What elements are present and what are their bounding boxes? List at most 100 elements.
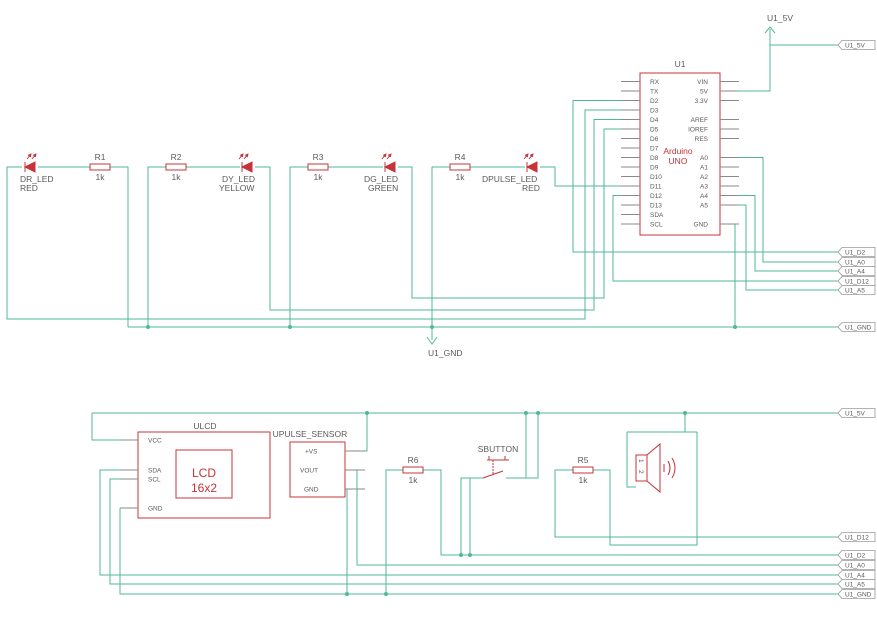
light-arrow-icon bbox=[238, 153, 244, 160]
junction-dot bbox=[345, 592, 349, 596]
resistor-value: 1k bbox=[314, 172, 324, 182]
pin-label: D13 bbox=[650, 203, 662, 210]
net-label[interactable]: U1_A4 bbox=[837, 266, 876, 276]
wire bbox=[739, 29, 771, 92]
wire bbox=[423, 469, 838, 556]
wire bbox=[289, 166, 308, 327]
net-label[interactable]: U1_A0 bbox=[837, 560, 876, 570]
resistor-body bbox=[89, 163, 111, 171]
pin-label: TX bbox=[650, 89, 659, 96]
net-label-text: U1_D12 bbox=[845, 535, 869, 542]
net-label-text: U1_A5 bbox=[845, 288, 865, 295]
wire bbox=[572, 100, 838, 253]
net-label[interactable]: U1_D12 bbox=[837, 532, 876, 542]
pin-label: A3 bbox=[700, 184, 708, 191]
pin-label: A2 bbox=[700, 174, 708, 181]
wire bbox=[119, 508, 838, 595]
pin-label: D2 bbox=[650, 98, 659, 105]
lcd-text-line1: LCD bbox=[192, 466, 216, 480]
net-label[interactable]: U1_A5 bbox=[837, 285, 876, 295]
led-dg[interactable]: DG_LED GREEN bbox=[364, 153, 398, 193]
arduino-uno-u1[interactable]: U1 Arduino UNO RX TX D2 D3 D4 D5 D6 D7 D… bbox=[621, 59, 739, 236]
pin-label: D4 bbox=[650, 117, 659, 124]
pin-label: RX bbox=[650, 79, 660, 86]
pin-label: GND bbox=[304, 487, 319, 494]
pin-label: D8 bbox=[650, 155, 659, 162]
net-labels-top: U1_5V U1_D2 U1_A0 U1_A4 U1_D12 U1_A5 U1_… bbox=[837, 40, 876, 332]
wire bbox=[91, 413, 120, 441]
net-label[interactable]: U1_GND bbox=[837, 322, 876, 332]
lcd-ref: ULCD bbox=[193, 421, 216, 431]
power-symbol-5v[interactable]: U1_5V bbox=[764, 13, 793, 34]
lcd-body bbox=[137, 431, 271, 519]
pin-label: D10 bbox=[650, 174, 662, 181]
net-label-text: U1_D12 bbox=[845, 279, 869, 286]
resistor-r2[interactable]: R2 1k bbox=[165, 152, 187, 182]
net-label[interactable]: U1_5V bbox=[837, 408, 876, 418]
pin-label: 3.3V bbox=[695, 98, 709, 105]
net-label[interactable]: U1_5V bbox=[837, 40, 876, 50]
arduino-body bbox=[639, 72, 721, 236]
resistor-r4[interactable]: R4 1k bbox=[449, 152, 471, 182]
button-ref: SBUTTON bbox=[478, 444, 518, 454]
pin-label: RES bbox=[695, 136, 709, 143]
resistor-r1[interactable]: R1 1k bbox=[89, 152, 111, 182]
resistor-value: 1k bbox=[579, 475, 589, 485]
net-label[interactable]: U1_A4 bbox=[837, 570, 876, 580]
resistor-ref: R3 bbox=[313, 152, 324, 162]
led-symbol-icon bbox=[525, 161, 538, 173]
wire bbox=[506, 413, 539, 479]
pin-label: A5 bbox=[700, 203, 708, 210]
power-label-5v: U1_5V bbox=[767, 13, 793, 23]
wire bbox=[734, 223, 739, 327]
pin-label: SCL bbox=[148, 477, 161, 484]
resistor-r6[interactable]: R6 1k bbox=[402, 455, 424, 485]
arduino-subtitle: UNO bbox=[669, 156, 688, 166]
led-dy[interactable]: DY_LED YELLOW bbox=[219, 153, 255, 193]
lcd-module[interactable]: ULCD LCD 16x2 VCC SDA SCL GND bbox=[120, 421, 271, 519]
net-label[interactable]: U1_GND bbox=[837, 589, 876, 599]
arduino-ref: U1 bbox=[675, 59, 686, 69]
power-symbol-gnd[interactable]: U1_GND bbox=[426, 336, 462, 358]
speaker[interactable]: 1 2 bbox=[635, 442, 676, 494]
light-arrow-icon bbox=[523, 153, 529, 160]
pin-label: SCL bbox=[650, 222, 663, 229]
net-label[interactable]: U1_D2 bbox=[837, 247, 876, 257]
net-label-text: U1_GND bbox=[845, 592, 872, 599]
net-label[interactable]: U1_A5 bbox=[837, 579, 876, 589]
junction-dot bbox=[384, 592, 388, 596]
net-label[interactable]: U1_A0 bbox=[837, 257, 876, 267]
power-label-gnd: U1_GND bbox=[428, 348, 462, 358]
net-label[interactable]: U1_D12 bbox=[837, 276, 876, 286]
net-label[interactable]: U1_D2 bbox=[837, 550, 876, 560]
pin-label: D11 bbox=[650, 184, 662, 191]
led-dr[interactable]: DR_LED RED bbox=[20, 153, 54, 193]
resistor-r3[interactable]: R3 1k bbox=[307, 152, 329, 182]
resistor-r5[interactable]: R5 1k bbox=[572, 455, 594, 485]
pulse-sensor[interactable]: UPULSE_SENSOR +VS VOUT GND bbox=[273, 429, 365, 498]
wire bbox=[540, 166, 621, 187]
speaker-pin-label: 2 bbox=[637, 470, 644, 474]
net-label-text: U1_GND bbox=[845, 325, 872, 332]
pin-label: D9 bbox=[650, 165, 659, 172]
led-ref: DY_LED bbox=[222, 174, 255, 184]
pin-label: D12 bbox=[650, 193, 662, 200]
junction-dot bbox=[468, 553, 472, 557]
lcd-screen bbox=[175, 449, 233, 499]
push-button[interactable]: SBUTTON bbox=[478, 444, 518, 479]
net-label-text: U1_A4 bbox=[845, 573, 865, 580]
wire bbox=[385, 469, 403, 594]
led-ref: DPULSE_LED bbox=[482, 174, 537, 184]
wire bbox=[6, 109, 621, 320]
resistor-ref: R6 bbox=[408, 455, 419, 465]
wires-bottom bbox=[91, 411, 838, 596]
pin-label: +VS bbox=[305, 449, 318, 456]
junction-dot bbox=[365, 411, 369, 415]
net-label-text: U1_A4 bbox=[845, 269, 865, 276]
led-dpulse[interactable]: DPULSE_LED RED bbox=[482, 153, 540, 193]
pin-label: AREF bbox=[691, 117, 708, 124]
led-symbol-icon bbox=[23, 161, 36, 173]
speaker-pin-label: 1 bbox=[637, 459, 644, 463]
net-label-text: U1_D2 bbox=[845, 553, 866, 560]
